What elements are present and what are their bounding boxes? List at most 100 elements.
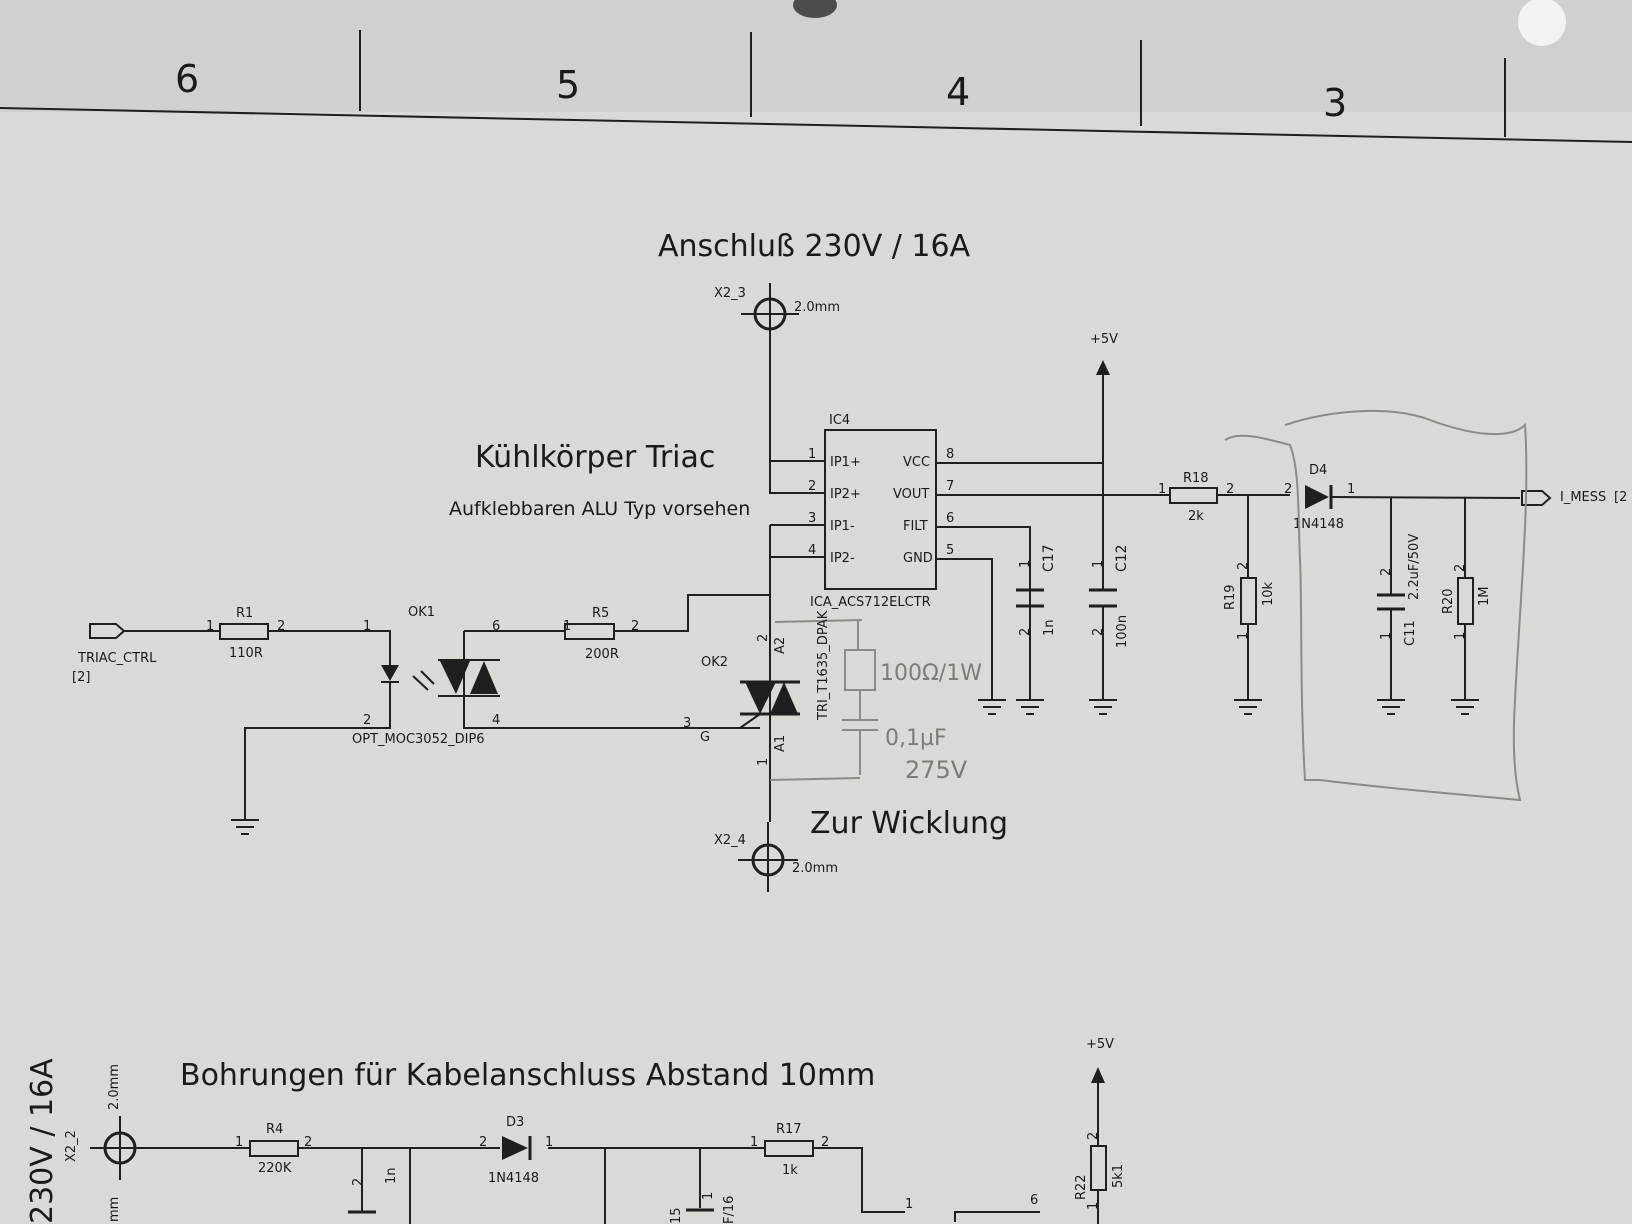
heatsink-title: Kühlkörper Triac <box>475 440 715 475</box>
r17-pin1: 1 <box>750 1135 758 1150</box>
ic4-pin3-num: 3 <box>808 511 816 526</box>
r1-pin1: 1 <box>206 619 214 634</box>
r17-value: 1k <box>782 1163 798 1178</box>
ground-icon <box>231 819 259 835</box>
pencil-volt-note: 275V <box>905 756 968 784</box>
x2-2-label: X2_2 <box>64 1130 79 1162</box>
ic4-pin1-name: IP1+ <box>830 455 861 470</box>
r22-ref: R22 <box>1074 1174 1089 1200</box>
x2-4-size: 2.0mm <box>792 861 838 876</box>
r4-ref: R4 <box>266 1122 283 1137</box>
side-title: 230V / 16A <box>25 1058 60 1224</box>
i-mess-sheet: [2 <box>1614 490 1627 505</box>
r18-pin1: 1 <box>1158 482 1166 497</box>
connector-x2-3 <box>741 283 799 331</box>
i-mess-port-icon <box>1521 490 1552 506</box>
triac-ctrl-sheet: [2] <box>72 670 90 685</box>
wire-bottom-taps <box>604 1148 701 1224</box>
d3-value: 1N4148 <box>488 1171 539 1186</box>
r1-value: 110R <box>229 646 263 661</box>
c11-ref: C11 <box>1403 620 1418 646</box>
ok2-a2: A2 <box>773 637 788 654</box>
r1-ref: R1 <box>236 606 253 621</box>
ic4-pin7-name: VOUT <box>893 487 929 502</box>
c11-pin2: 2 <box>1379 568 1394 576</box>
r19-pin1: 1 <box>1236 632 1251 640</box>
holes-title: Bohrungen für Kabelanschluss Abstand 10m… <box>180 1058 875 1093</box>
i-mess-label: I_MESS <box>1560 490 1606 505</box>
ic4-body <box>824 429 937 590</box>
ic4-pin6-num: 6 <box>946 511 954 526</box>
c17-pin2: 2 <box>1018 628 1033 636</box>
ground-icon <box>978 699 1006 715</box>
bottom-pin1: 1 <box>905 1197 913 1212</box>
ok1-pin2: 2 <box>363 713 371 728</box>
ic4-pin2-num: 2 <box>808 479 816 494</box>
capacitor-c11 <box>1377 497 1405 700</box>
c17-pin1: 1 <box>1018 560 1033 568</box>
c12-pin2: 2 <box>1091 628 1106 636</box>
x2-3-size: 2.0mm <box>794 300 840 315</box>
frame-border <box>0 30 1632 143</box>
resistor-r17 <box>764 1140 814 1157</box>
ic4-part: ICA_ACS712ELCTR <box>810 595 931 610</box>
r18-pin2: 2 <box>1226 482 1234 497</box>
r19-ref: R19 <box>1223 584 1238 610</box>
d4-ref: D4 <box>1309 463 1327 478</box>
ic4-pin5-name: GND <box>903 551 933 566</box>
r18-value: 2k <box>1188 509 1204 524</box>
ok2-part: TRI_T1635_DPAK <box>816 610 831 721</box>
d3-ref: D3 <box>506 1115 524 1130</box>
triac-ctrl-label: TRIAC_CTRL <box>77 651 157 666</box>
pencil-outline <box>1224 409 1528 802</box>
x2-2-side-mm: mm <box>107 1197 122 1222</box>
bottom-cap-value: 1n <box>384 1167 399 1184</box>
wire-bottom-chain <box>152 1147 1040 1222</box>
wire-d4-out <box>1330 496 1521 499</box>
ic4-pin4-name: IP2- <box>830 551 855 566</box>
resistor-r22 <box>1090 1145 1107 1191</box>
wire-r1 <box>124 630 391 665</box>
r22-pin2: 2 <box>1086 1132 1101 1140</box>
c17-ref: C17 <box>1041 544 1057 572</box>
ic4-pin8-name: VCC <box>903 455 930 470</box>
ic4-pin5-num: 5 <box>946 543 954 558</box>
r20-pin2: 2 <box>1453 564 1468 572</box>
ground-icon <box>1089 699 1117 715</box>
ic4-pin2-name: IP2+ <box>830 487 861 502</box>
x2-2-size: 2.0mm <box>107 1064 122 1110</box>
winding-title: Zur Wicklung <box>810 806 1008 841</box>
r4-pin2: 2 <box>304 1135 312 1150</box>
r5-pin2: 2 <box>631 619 639 634</box>
ground-icon <box>1451 699 1479 715</box>
ok2-pin3: 3 <box>683 716 691 731</box>
ok1-pin1: 1 <box>363 619 371 634</box>
ok2-gate: G <box>700 730 710 745</box>
resistor-r20 <box>1457 577 1474 625</box>
r20-ref: R20 <box>1441 588 1456 614</box>
c12-ref: C12 <box>1114 544 1130 572</box>
connector-x2-4 <box>738 822 798 892</box>
c15-value: F/16 <box>722 1196 737 1224</box>
resistor-r5 <box>564 623 615 640</box>
r22-pin1: 1 <box>1086 1202 1101 1210</box>
punch-hole <box>1518 0 1566 46</box>
pencil-snubber <box>769 619 878 781</box>
plus5v-label-bottom: +5V <box>1086 1037 1114 1052</box>
frame-column-3: 3 <box>1323 81 1347 125</box>
frame-column-4: 4 <box>946 70 970 114</box>
ok2-pin2: 2 <box>756 634 771 642</box>
r5-value: 200R <box>585 647 619 662</box>
c12-value: 100n <box>1115 615 1130 648</box>
r5-ref: R5 <box>592 606 609 621</box>
c11-pin1: 1 <box>1379 632 1394 640</box>
optocoupler-ok1 <box>244 594 770 820</box>
wire-current-path <box>769 330 824 822</box>
ic4-pin3-name: IP1- <box>830 519 855 534</box>
ic4-pin8-num: 8 <box>946 447 954 462</box>
triac-ok2 <box>739 680 800 729</box>
bottom-cap-pin: 2 <box>351 1178 366 1186</box>
wire-ic4-outputs <box>936 462 1170 700</box>
capacitor-c12 <box>1089 463 1117 700</box>
